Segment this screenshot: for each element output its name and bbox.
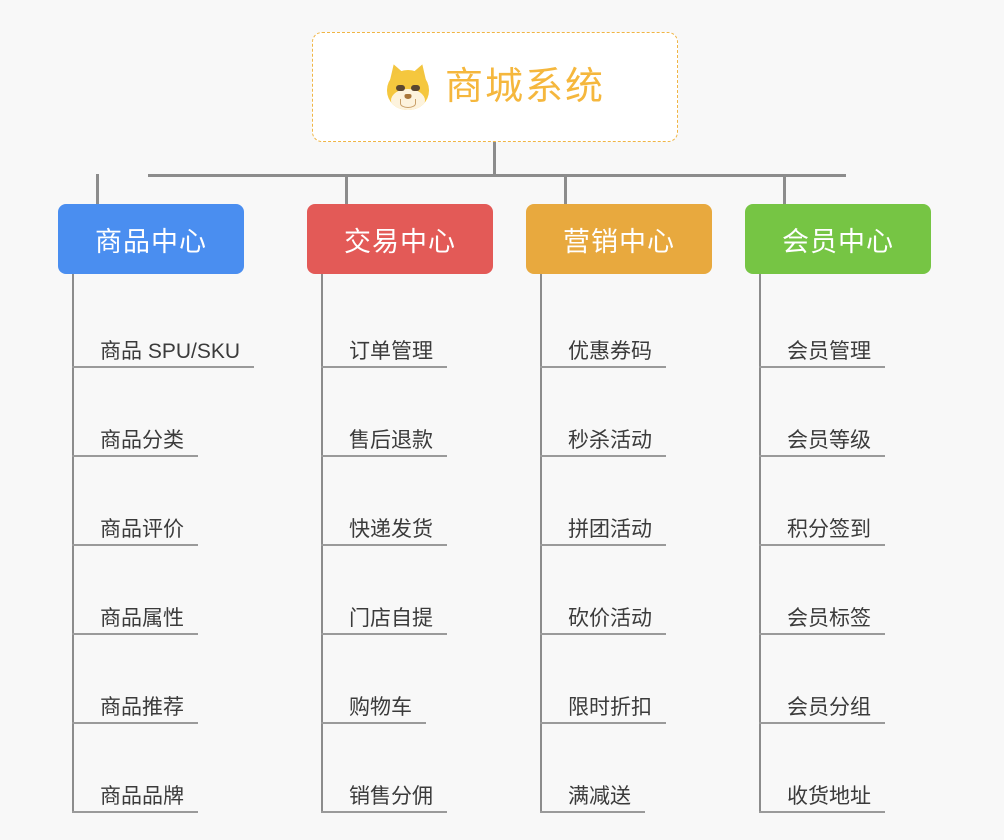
- leaf-node[interactable]: 商品品牌: [72, 769, 198, 813]
- leaf-node-label: 商品属性: [100, 606, 184, 630]
- branch-header-label: 商品中心: [95, 226, 207, 257]
- leaf-node[interactable]: 秒杀活动: [540, 413, 666, 457]
- leaf-node[interactable]: 销售分佣: [321, 769, 447, 813]
- connector-drop-3: [564, 174, 567, 204]
- connector-drop-1: [96, 174, 99, 204]
- leaf-node-label: 秒杀活动: [568, 428, 652, 452]
- leaf-node-label: 订单管理: [349, 339, 433, 363]
- leaf-node[interactable]: 会员管理: [759, 324, 885, 368]
- branch-spine-4: [759, 274, 761, 813]
- leaf-node-label: 收货地址: [787, 784, 871, 808]
- branch-3: 营销中心优惠券码秒杀活动拼团活动砍价活动限时折扣满减送: [526, 204, 712, 813]
- leaf-node-label: 销售分佣: [349, 784, 433, 808]
- branch-spine-3: [540, 274, 542, 813]
- leaf-node[interactable]: 商品属性: [72, 591, 198, 635]
- branch-header-label: 营销中心: [563, 226, 675, 257]
- leaf-node[interactable]: 会员等级: [759, 413, 885, 457]
- leaf-node-label: 会员等级: [787, 428, 871, 452]
- leaf-node-label: 售后退款: [349, 428, 433, 452]
- leaf-node[interactable]: 订单管理: [321, 324, 447, 368]
- leaf-node[interactable]: 购物车: [321, 680, 426, 724]
- leaf-node[interactable]: 会员分组: [759, 680, 885, 724]
- leaf-node-label: 满减送: [568, 784, 631, 808]
- branch-header-3[interactable]: 营销中心: [526, 204, 712, 274]
- connector-horizontal-bus: [148, 174, 846, 177]
- shiba-dog-face-icon: [385, 61, 431, 110]
- connector-root-stem: [493, 142, 496, 176]
- branch-header-1[interactable]: 商品中心: [58, 204, 244, 274]
- branch-spine-1: [72, 274, 74, 813]
- branch-4: 会员中心会员管理会员等级积分签到会员标签会员分组收货地址: [745, 204, 931, 813]
- leaf-node[interactable]: 收货地址: [759, 769, 885, 813]
- leaf-node[interactable]: 商品推荐: [72, 680, 198, 724]
- branch-1: 商品中心商品 SPU/SKU 商品分类商品评价商品属性商品推荐商品品牌: [58, 204, 255, 813]
- leaf-node-label: 门店自提: [349, 606, 433, 630]
- leaf-node[interactable]: 商品 SPU/SKU: [72, 324, 255, 368]
- branch-header-4[interactable]: 会员中心: [745, 204, 931, 274]
- branch-spine-2: [321, 274, 323, 813]
- connector-drop-2: [345, 174, 348, 204]
- leaf-node-label: 商品评价: [100, 517, 184, 541]
- leaf-node-label: 商品品牌: [100, 784, 184, 808]
- leaf-node-label: 积分签到: [787, 517, 871, 541]
- leaf-node[interactable]: 限时折扣: [540, 680, 666, 724]
- leaf-node-label: 会员标签: [787, 606, 871, 630]
- leaf-node[interactable]: 积分签到: [759, 502, 885, 546]
- leaf-node[interactable]: 会员标签: [759, 591, 885, 635]
- leaf-node[interactable]: 商品分类: [72, 413, 198, 457]
- leaf-node-label: 购物车: [349, 695, 412, 719]
- connector-drop-4: [783, 174, 786, 204]
- leaf-node-label: 商品 SPU/SKU: [100, 339, 241, 363]
- leaf-node-label: 快递发货: [349, 517, 433, 541]
- leaf-node[interactable]: 商品评价: [72, 502, 198, 546]
- leaf-node[interactable]: 门店自提: [321, 591, 447, 635]
- leaf-node[interactable]: 砍价活动: [540, 591, 666, 635]
- leaf-node-label: 会员分组: [787, 695, 871, 719]
- leaf-node[interactable]: 优惠券码: [540, 324, 666, 368]
- leaf-node-label: 商品分类: [100, 428, 184, 452]
- branch-2: 交易中心订单管理售后退款快递发货门店自提购物车销售分佣: [307, 204, 493, 813]
- leaf-node-label: 会员管理: [787, 339, 871, 363]
- branch-header-label: 交易中心: [344, 226, 456, 257]
- branch-header-2[interactable]: 交易中心: [307, 204, 493, 274]
- leaf-node-label: 优惠券码: [568, 339, 652, 363]
- branch-header-label: 会员中心: [782, 226, 894, 257]
- leaf-node[interactable]: 满减送: [540, 769, 645, 813]
- leaf-node-label: 砍价活动: [568, 606, 652, 630]
- leaf-node[interactable]: 拼团活动: [540, 502, 666, 546]
- leaf-node-label: 限时折扣: [568, 695, 652, 719]
- leaf-node[interactable]: 快递发货: [321, 502, 447, 546]
- leaf-node[interactable]: 售后退款: [321, 413, 447, 457]
- leaf-node-label: 拼团活动: [568, 517, 652, 541]
- leaf-node-label: 商品推荐: [100, 695, 184, 719]
- root-node[interactable]: 商城系统: [312, 32, 678, 142]
- root-node-label: 商城系统: [444, 66, 605, 108]
